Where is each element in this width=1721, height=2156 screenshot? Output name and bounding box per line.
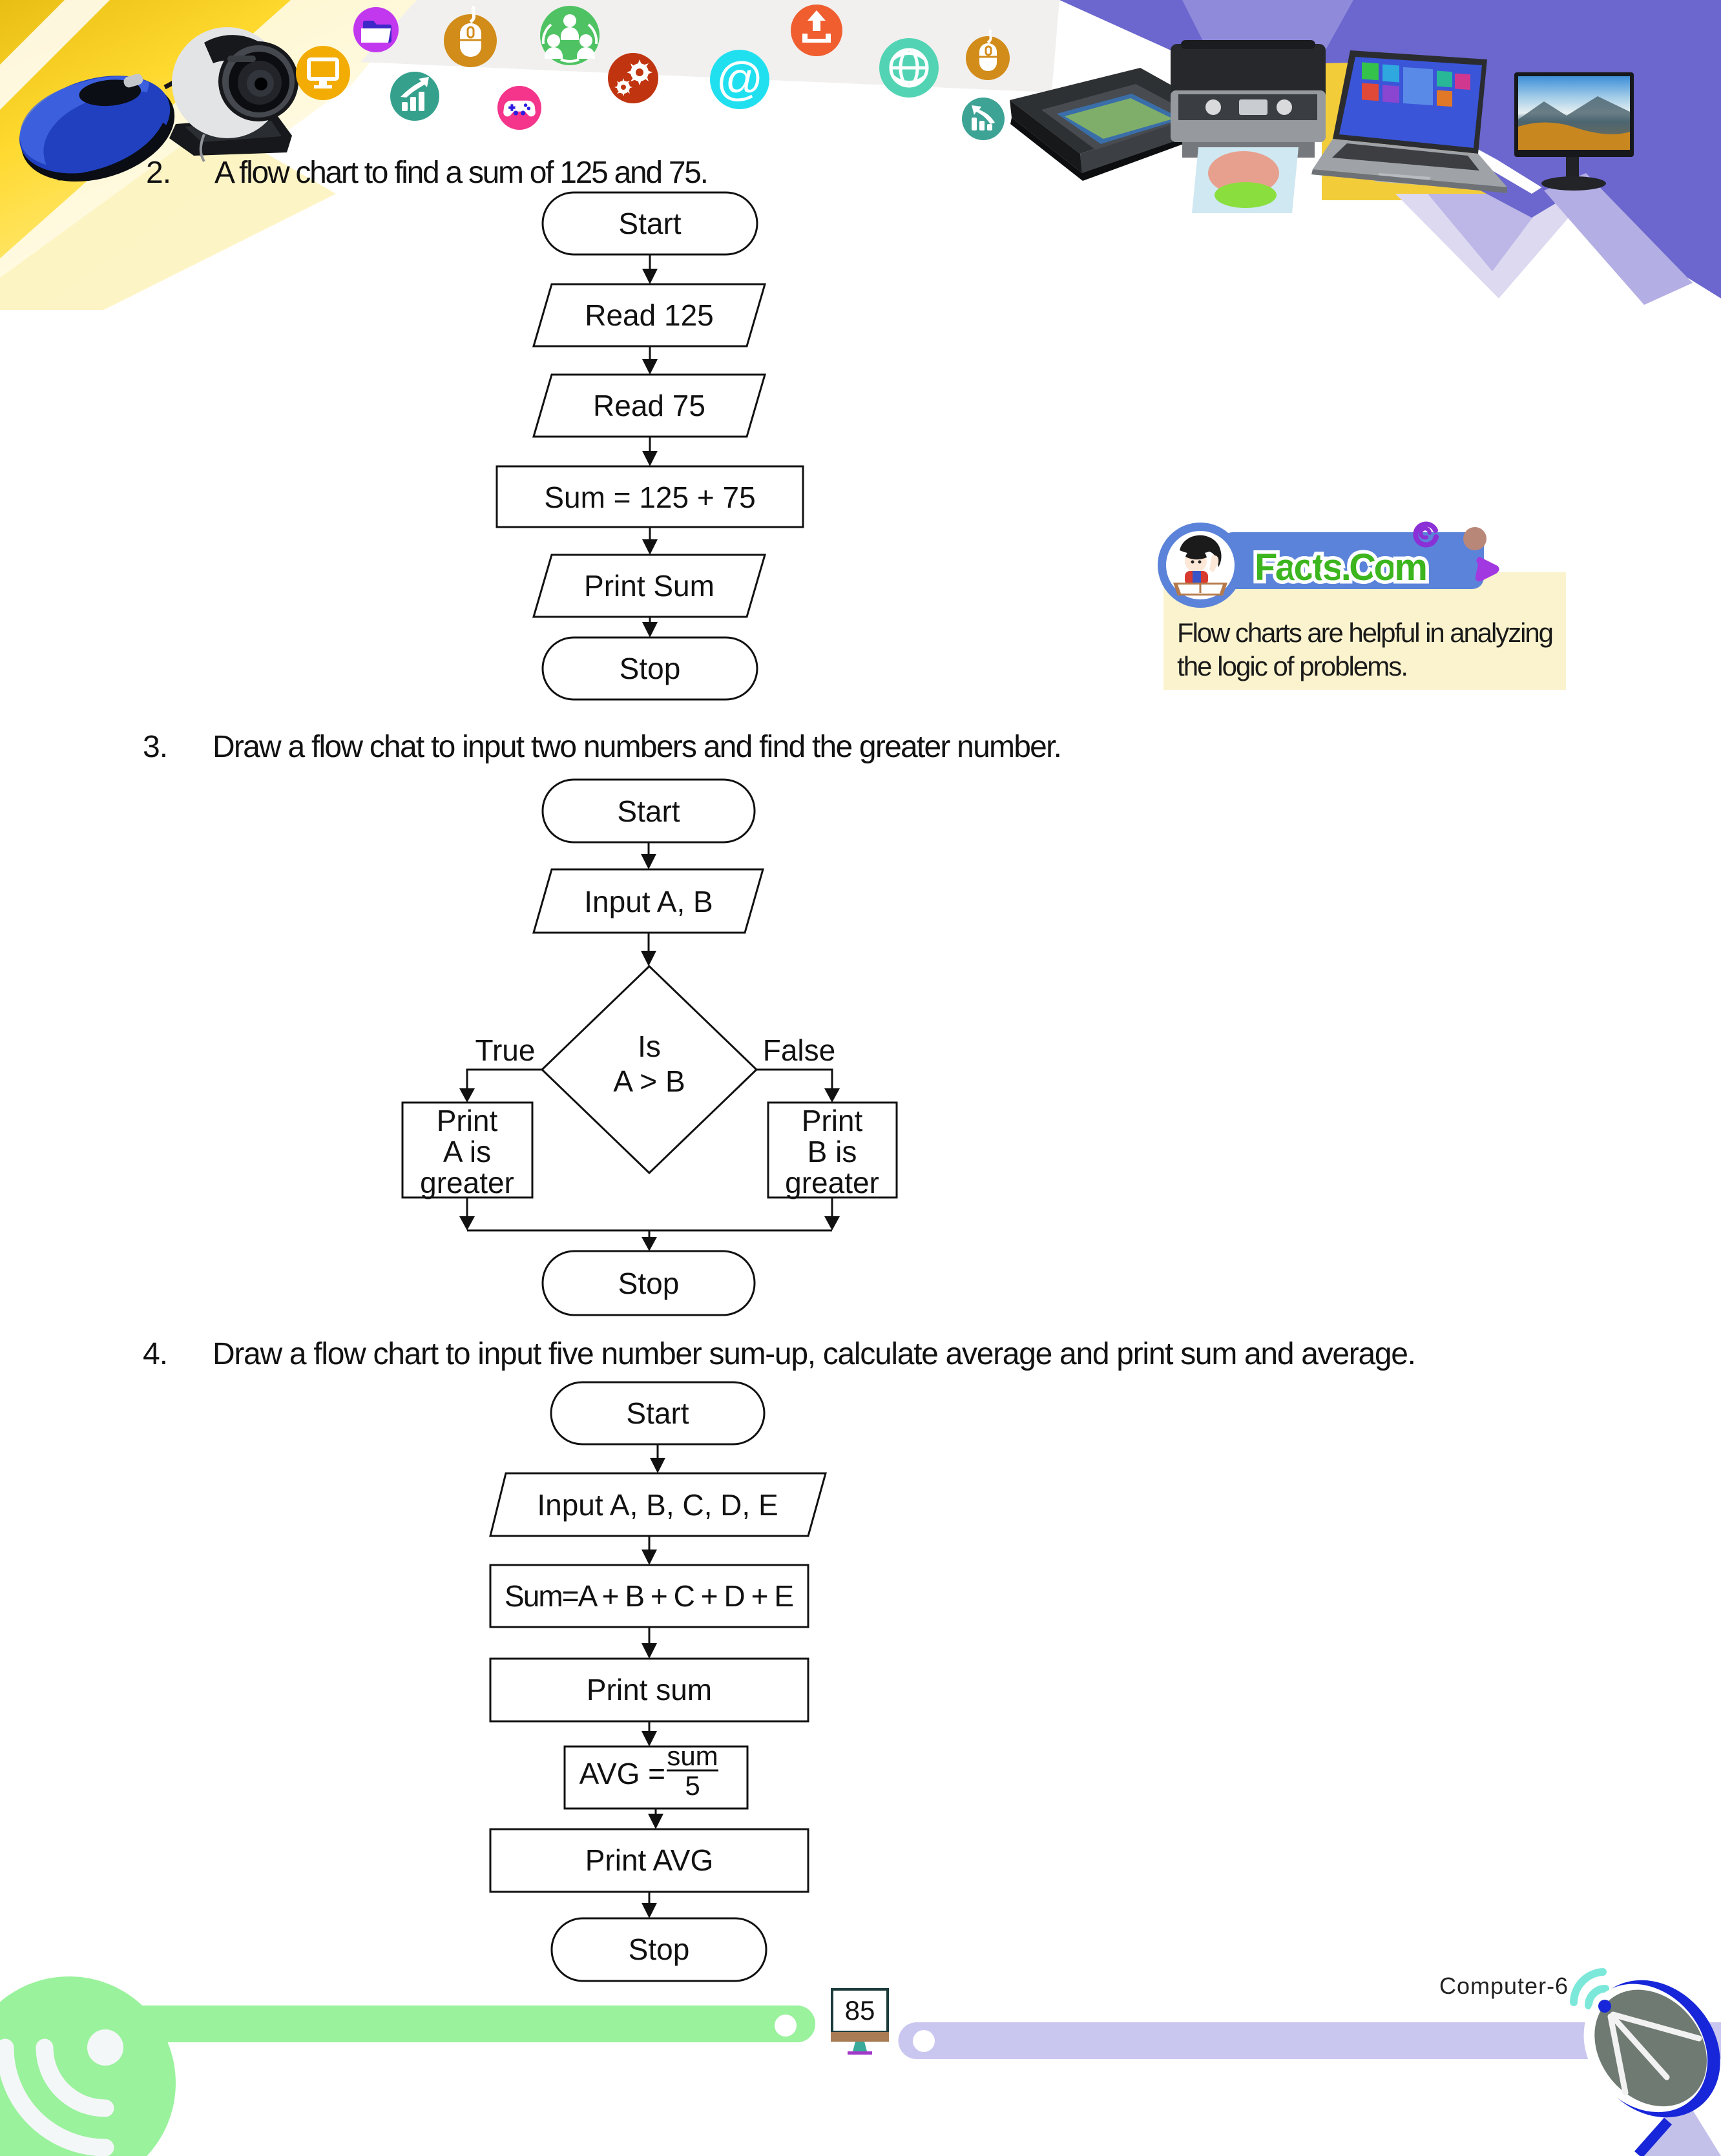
svg-text:Start: Start xyxy=(618,207,681,240)
svg-text:Sum = 125 + 75: Sum = 125 + 75 xyxy=(544,481,755,514)
svg-text:A flow chart to find a sum of: A flow chart to find a sum of 125 and 75… xyxy=(214,156,708,190)
svg-text:Print Sum: Print Sum xyxy=(584,569,714,603)
svg-text:True: True xyxy=(475,1033,536,1067)
svg-text:Start: Start xyxy=(617,794,680,828)
svg-text:Print: Print xyxy=(802,1104,863,1137)
svg-text:Stop: Stop xyxy=(629,1933,690,1966)
svg-text:Read 75: Read 75 xyxy=(593,389,705,422)
svg-text:Read 125: Read 125 xyxy=(585,298,714,332)
svg-text:Input A, B, C, D, E: Input A, B, C, D, E xyxy=(537,1488,778,1522)
svg-text:the logic of problems.: the logic of problems. xyxy=(1177,651,1408,681)
svg-text:Stop: Stop xyxy=(618,1267,680,1300)
svg-text:Draw a flow chart to input fiv: Draw a flow chart to input five number s… xyxy=(213,1337,1415,1371)
svg-text:A is: A is xyxy=(443,1135,491,1168)
svg-text:greater: greater xyxy=(420,1166,514,1199)
svg-text:Print: Print xyxy=(437,1104,498,1137)
svg-text:sum: sum xyxy=(667,1741,718,1771)
svg-text:Print sum: Print sum xyxy=(587,1673,712,1706)
svg-text:Flow charts are helpful in ana: Flow charts are helpful in analyzing xyxy=(1177,617,1554,648)
svg-text:AVG =: AVG = xyxy=(579,1757,665,1790)
svg-text:4.: 4. xyxy=(143,1337,167,1371)
svg-text:5: 5 xyxy=(685,1770,700,1801)
svg-text:Computer-6: Computer-6 xyxy=(1439,1973,1569,1999)
svg-text:Stop: Stop xyxy=(620,652,681,685)
svg-text:85: 85 xyxy=(845,1995,875,2026)
svg-text:A > B: A > B xyxy=(613,1064,685,1098)
svg-text:Draw a flow chat to input two: Draw a flow chat to input two numbers an… xyxy=(213,730,1061,764)
svg-text:Start: Start xyxy=(626,1396,689,1430)
svg-text:greater: greater xyxy=(785,1166,879,1199)
svg-text:@: @ xyxy=(716,54,763,105)
svg-text:False: False xyxy=(763,1033,835,1067)
svg-text:Input A, B: Input A, B xyxy=(584,885,713,918)
svg-text:3.: 3. xyxy=(143,730,167,764)
svg-text:Sum=A + B + C + D + E: Sum=A + B + C + D + E xyxy=(505,1579,794,1613)
svg-text:Is: Is xyxy=(638,1030,661,1063)
svg-text:Print AVG: Print AVG xyxy=(585,1843,714,1877)
svg-text:B is: B is xyxy=(808,1135,857,1168)
svg-text:2.: 2. xyxy=(146,156,171,190)
svg-text:Facts.Com: Facts.Com xyxy=(1255,546,1428,588)
